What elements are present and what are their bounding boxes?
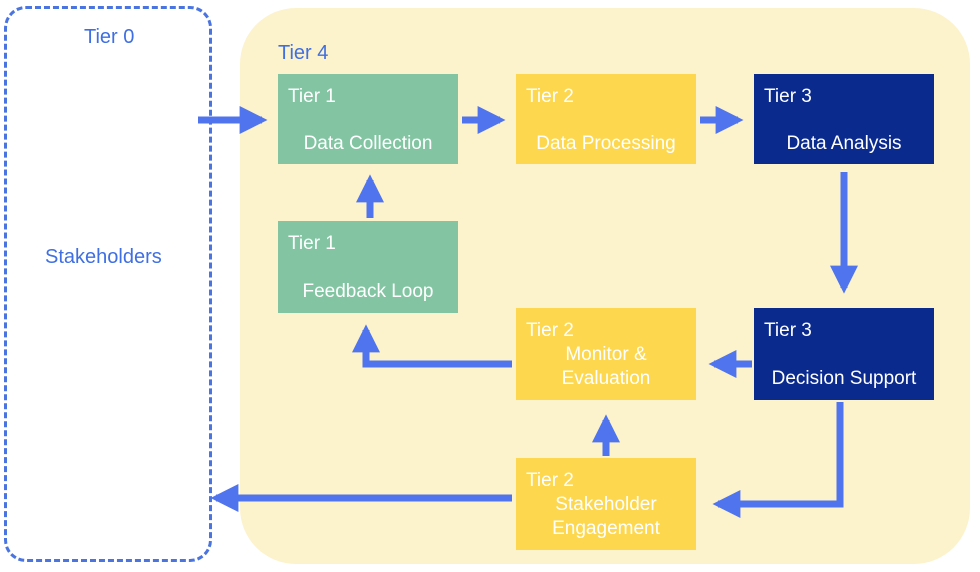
node-tier-label: Tier 2	[526, 320, 574, 341]
node-tier-label: Tier 1	[288, 233, 336, 254]
node-title-line2: Evaluation	[561, 368, 651, 389]
node-tier-label: Tier 2	[526, 86, 574, 107]
node-data-analysis: Tier 3 Data Analysis	[754, 74, 934, 164]
node-title-line1: Monitor &	[565, 344, 647, 365]
node-title: Data Analysis	[786, 133, 902, 154]
node-data-collection: Tier 1 Data Collection	[278, 74, 458, 164]
stakeholders-label: Stakeholders	[45, 246, 162, 268]
node-tier-label: Tier 1	[288, 86, 336, 107]
node-title: Feedback Loop	[302, 281, 434, 302]
node-title-line1: Stakeholder	[555, 494, 657, 515]
tier0-region	[4, 6, 212, 562]
node-tier-label: Tier 3	[764, 320, 812, 341]
node-title-line2: Engagement	[552, 518, 660, 539]
node-title: Decision Support	[771, 368, 917, 389]
node-title: Data Processing	[536, 133, 676, 154]
arrow-monitor-evaluation-to-feedback-loop	[352, 324, 512, 368]
tier4-label: Tier 4	[278, 42, 329, 64]
node-feedback-loop: Tier 1 Feedback Loop	[278, 221, 458, 313]
node-stakeholder-engagement: Tier 2 Stakeholder Engagement	[516, 458, 696, 550]
node-title: Data Collection	[303, 133, 433, 154]
node-data-processing: Tier 2 Data Processing	[516, 74, 696, 164]
node-decision-support: Tier 3 Decision Support	[754, 308, 934, 400]
arrow-decision-support-to-stakeholder-engagement	[712, 402, 844, 518]
node-tier-label: Tier 2	[526, 470, 574, 491]
node-tier-label: Tier 3	[764, 86, 812, 107]
node-monitor-evaluation: Tier 2 Monitor & Evaluation	[516, 308, 696, 400]
tier0-label: Tier 0	[84, 26, 135, 48]
